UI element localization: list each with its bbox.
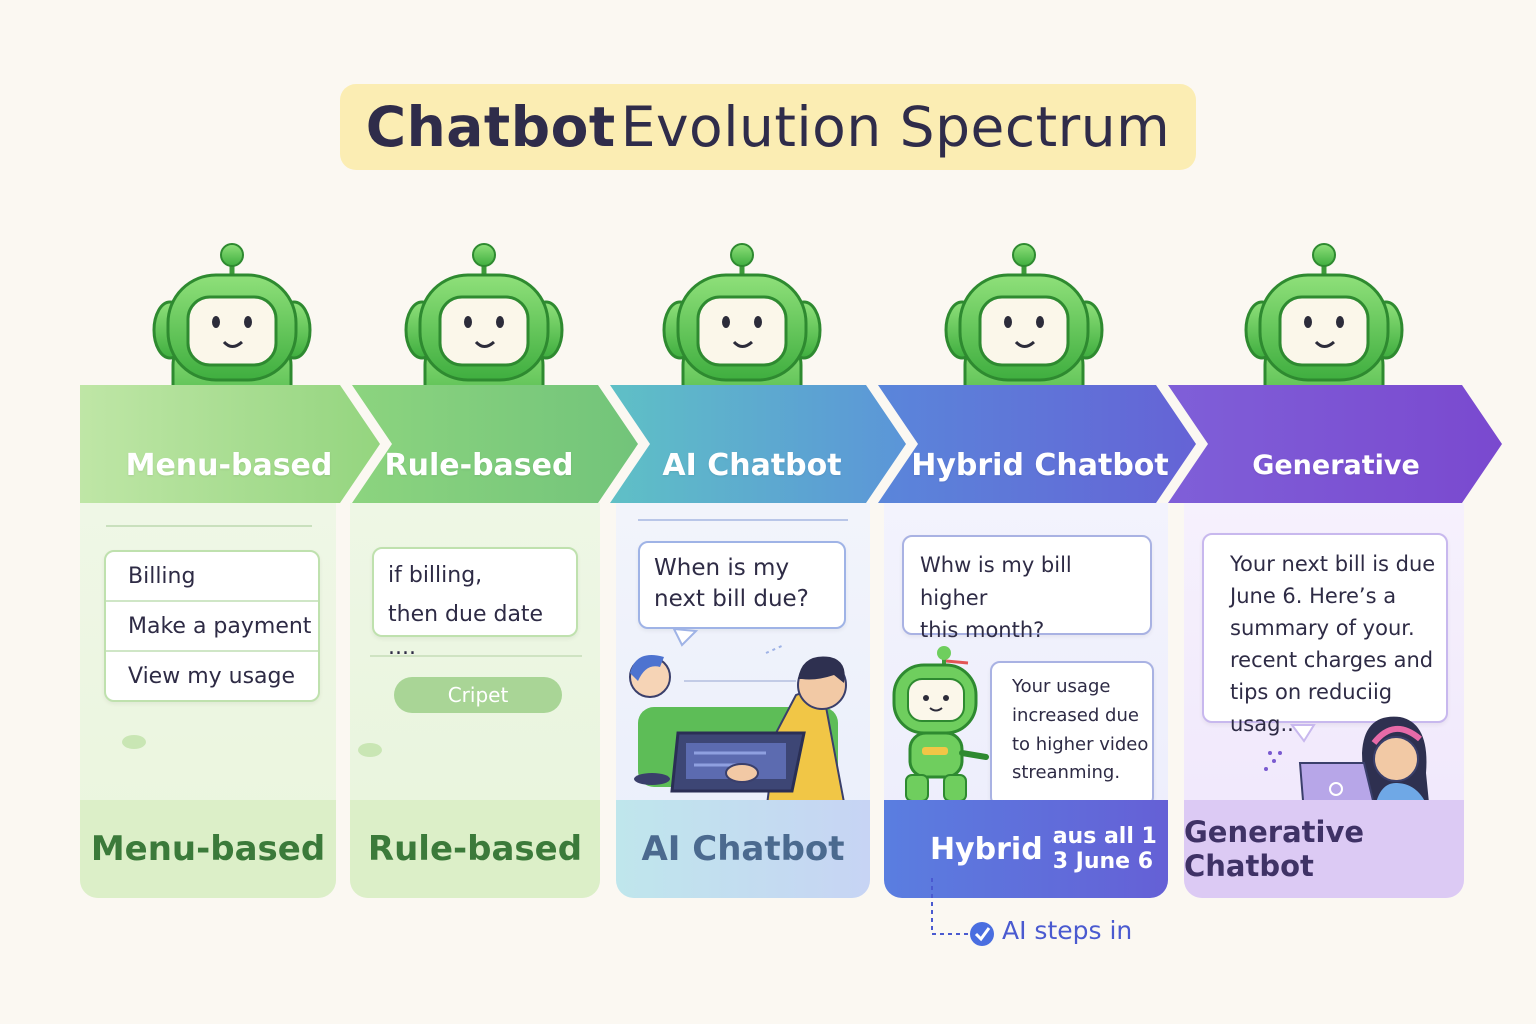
panel-rule-based: if billing, then due date .... Cripet Ru… — [350, 503, 600, 898]
footer-hybrid-overlap-text: aus all 1 3 June 6 — [1053, 824, 1157, 875]
generative-line-3: summary of your. — [1230, 615, 1415, 640]
panel-ai-chatbot: When is my next bill due? AI Chatbot — [616, 503, 870, 898]
stage-label-rule: Rule-based — [384, 448, 574, 483]
footer-hybrid-extra-1: aus all 1 — [1052, 823, 1157, 849]
banner-segment-2 — [352, 385, 638, 503]
divider — [106, 525, 312, 527]
divider — [638, 519, 848, 521]
stage-label-hybrid: Hybrid Chatbot — [911, 448, 1169, 483]
footer-ai: AI Chatbot — [616, 800, 870, 898]
banner-segment-1 — [80, 385, 380, 503]
user-at-laptop-illustration — [629, 627, 847, 803]
banner-segment-5 — [1168, 385, 1502, 503]
hybrid-answer-line-1: Your usage — [1012, 676, 1111, 697]
hybrid-question-line-2: this month? — [920, 618, 1045, 643]
ai-line-2: next bill due? — [654, 586, 809, 613]
menu-item-payment[interactable]: Make a payment — [106, 602, 318, 652]
ai-question-bubble: When is my next bill due? — [638, 541, 846, 629]
hybrid-answer-line-3: to higher video — [1012, 733, 1149, 755]
small-robot-icon — [892, 646, 989, 802]
generative-line-1: Your next bill is due — [1230, 552, 1436, 576]
generative-response-bubble: Your next bill is due June 6. Here’s a s… — [1202, 533, 1448, 736]
generative-line-4: recent charges and — [1230, 647, 1434, 672]
leaf-icon — [358, 743, 382, 757]
panel-generative-chatbot: Your next bill is due June 6. Here’s a s… — [1184, 503, 1464, 898]
hybrid-question-line-1: Whw is my bill higher — [920, 553, 1072, 610]
woman-at-laptop-illustration — [1264, 716, 1430, 813]
menu-item-billing[interactable]: Billing — [106, 552, 318, 602]
ai-line-1: When is my — [654, 555, 790, 581]
rule-line-2: then due date .... — [388, 602, 544, 660]
hybrid-answer-line-2: increased due — [1012, 704, 1139, 726]
divider — [370, 655, 582, 657]
hybrid-answer-line-4: streanming. — [1012, 762, 1121, 784]
generative-line-2: June 6. Here’s a — [1230, 583, 1397, 608]
check-circle-icon — [970, 922, 994, 946]
panel-menu-based: Billing Make a payment View my usage Men… — [80, 503, 336, 898]
banner-segment-4 — [878, 385, 1196, 503]
stage-label-menu: Menu-based — [125, 448, 333, 483]
title-banner: Chatbot Evolution Spectrum — [340, 84, 1196, 170]
rule-bubble: if billing, then due date .... — [372, 547, 578, 660]
leaf-icon — [122, 735, 146, 749]
footer-hybrid-extra-2: 3 June 6 — [1052, 849, 1154, 874]
footer-rule: Rule-based — [350, 800, 600, 898]
ai-steps-connector — [931, 878, 994, 946]
generative-line-5: tips on reduciig usag.. — [1230, 679, 1393, 736]
rule-pill[interactable]: Cripet — [394, 677, 562, 713]
panel-hybrid-chatbot: Whw is my bill higher this month? Your u… — [884, 503, 1168, 898]
title-rest: Evolution Spectrum — [620, 95, 1171, 159]
menu-options: Billing Make a payment View my usage — [104, 550, 320, 702]
footer-hybrid: Hybrid aus all 1 3 June 6 — [884, 800, 1168, 898]
hybrid-answer-bubble: Your usage increased due to higher video… — [990, 661, 1154, 807]
stage-label-generative: Generative Chatbot — [1252, 450, 1420, 537]
spectrum-arrow-banner — [80, 385, 1502, 503]
footer-menu: Menu-based — [80, 800, 336, 898]
hybrid-question-bubble: Whw is my bill higher this month? — [902, 535, 1152, 642]
title-bold: Chatbot — [365, 95, 616, 159]
footer-hybrid-label: Hybrid — [930, 831, 1043, 867]
menu-item-usage[interactable]: View my usage — [128, 663, 296, 689]
ai-steps-in-label: AI steps in — [1002, 916, 1133, 945]
stage-label-ai: AI Chatbot — [662, 448, 842, 483]
rule-line-1: if billing, — [388, 563, 483, 588]
footer-generative: Generative Chatbot — [1184, 800, 1464, 898]
banner-segment-3 — [610, 385, 906, 503]
